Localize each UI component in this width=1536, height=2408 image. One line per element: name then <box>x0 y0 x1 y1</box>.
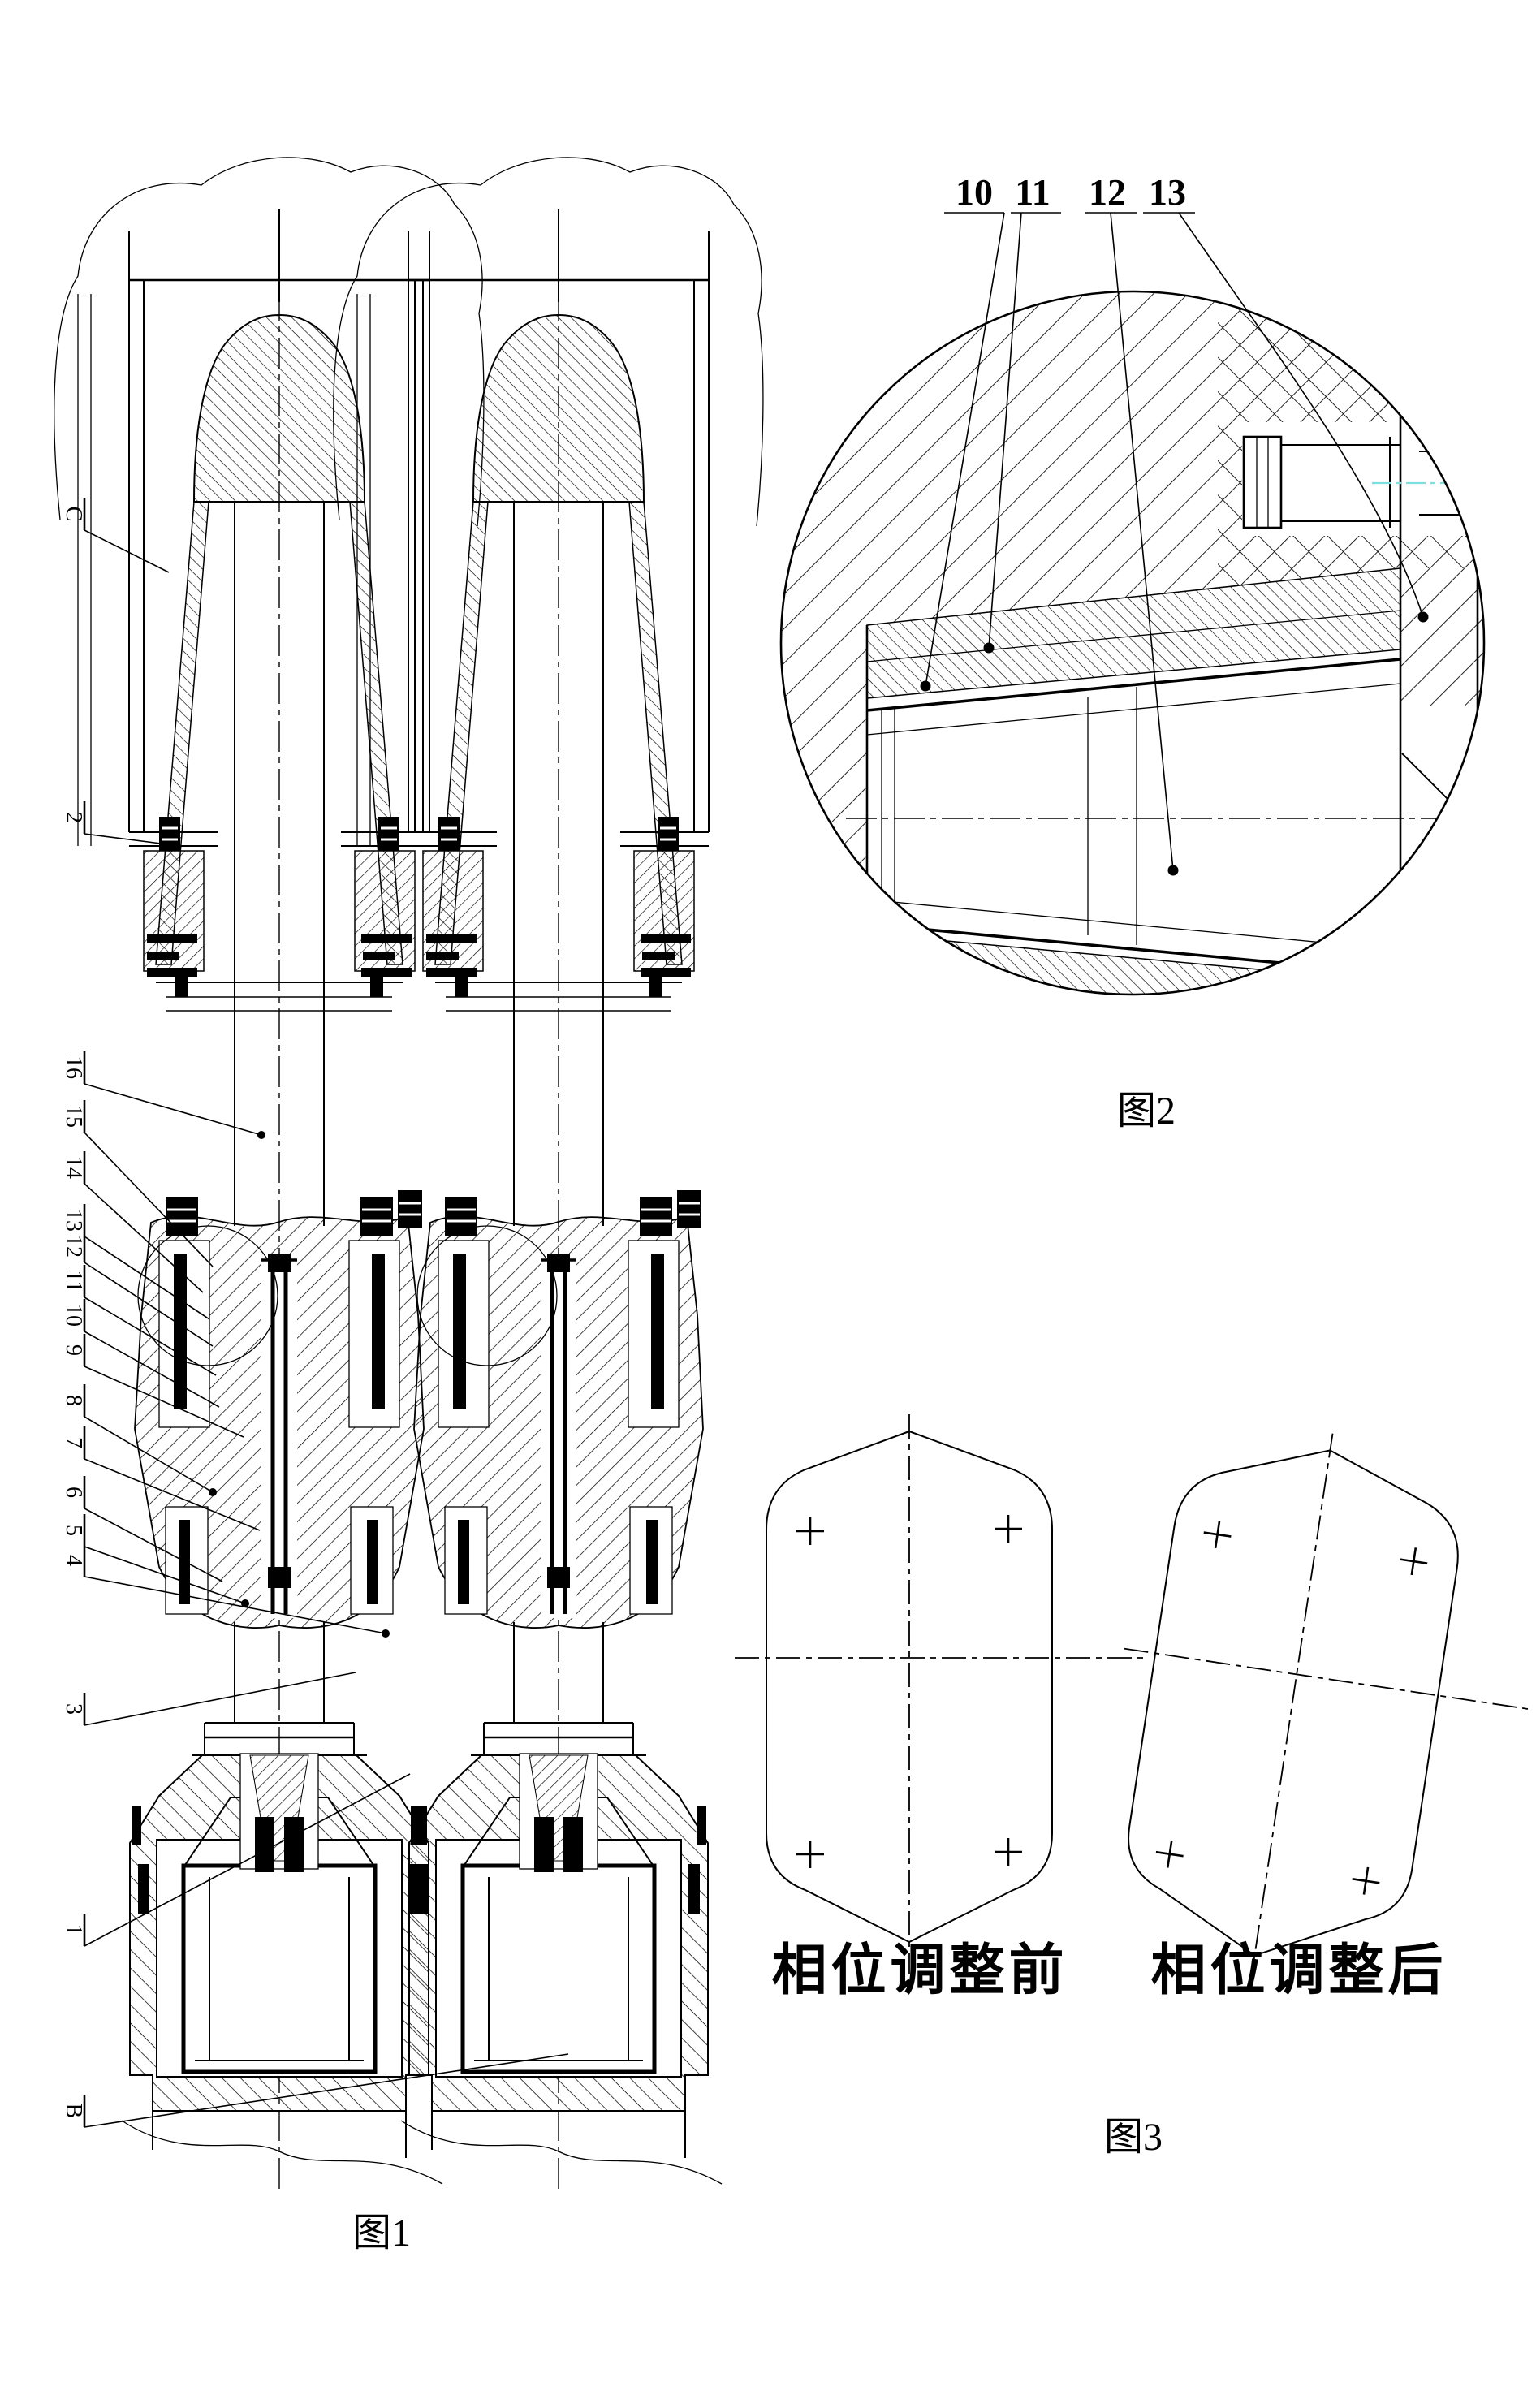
callout-label-11: 11 <box>1015 171 1050 213</box>
part-label-3: 3 <box>61 1703 86 1715</box>
figure1-caption: 图1 <box>352 2212 411 2255</box>
phase-before-label: 相位调整前 <box>771 1940 1068 2001</box>
part-label-8: 8 <box>61 1395 86 1406</box>
callout-label-13: 13 <box>1149 171 1186 213</box>
flange-before-adjustment <box>733 1413 1145 1976</box>
part-label-4: 4 <box>61 1555 86 1566</box>
callout-label-12: 12 <box>1089 171 1126 213</box>
flange-after-adjustment <box>1076 1406 1536 2023</box>
part-label-9: 9 <box>61 1344 86 1356</box>
part-label-10: 10 <box>61 1304 86 1327</box>
callout-label-10: 10 <box>956 171 993 213</box>
part-label-B: B <box>61 2104 86 2119</box>
part-label-12: 12 <box>61 1235 86 1258</box>
part-label-11: 11 <box>61 1271 86 1292</box>
figure3-phase-diagrams: 相位调整前 相位调整后 图3 <box>733 1406 1536 2159</box>
part-label-7: 7 <box>61 1437 86 1448</box>
part-label-6: 6 <box>61 1487 86 1498</box>
part-label-15: 15 <box>61 1105 86 1128</box>
part-label-2: 2 <box>61 812 86 823</box>
figure1-part-callouts: C 2 16 15 14 13 12 11 10 9 8 7 6 5 4 3 1… <box>61 498 569 2128</box>
part-label-1: 1 <box>61 1924 86 1935</box>
part-label-5: 5 <box>61 1525 86 1536</box>
label-leader-lines <box>84 529 569 2128</box>
figure3-caption: 图3 <box>1104 2116 1163 2159</box>
figure2-section-content <box>781 291 1484 995</box>
figure2-caption: 图2 <box>1117 1090 1176 1133</box>
figure2-detail-view: 10 11 12 13 图2 <box>779 171 1486 1133</box>
part-label-14: 14 <box>61 1156 86 1179</box>
part-label-C: C <box>61 507 86 522</box>
callout-leader-lines <box>925 212 1424 871</box>
detail-circle-boundary <box>779 290 1486 996</box>
figure1-shaft-assemblies: C 2 16 15 14 13 12 11 10 9 8 7 6 5 4 3 1… <box>54 158 763 2255</box>
phase-after-label: 相位调整后 <box>1150 1940 1447 2001</box>
part-label-16: 16 <box>61 1056 86 1079</box>
part-label-13: 13 <box>61 1209 86 1232</box>
figure2-callouts: 10 11 12 13 <box>920 171 1429 876</box>
